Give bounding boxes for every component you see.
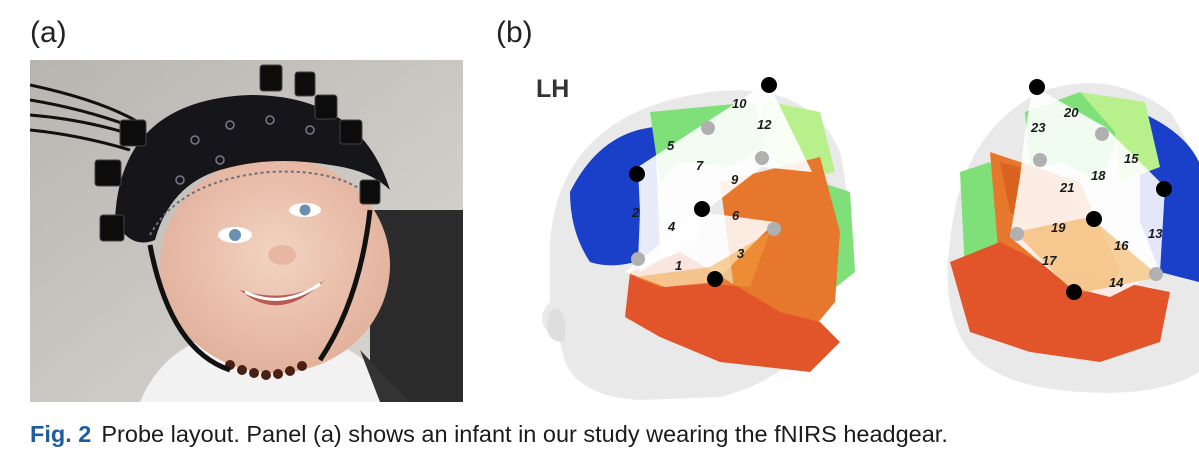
channel-10: 10 [732, 96, 747, 111]
caption-text: Probe layout. Panel (a) shows an infant … [101, 421, 948, 447]
channel-2: 2 [631, 205, 640, 220]
channel-23: 23 [1030, 120, 1046, 135]
hemisphere-label: LH [536, 75, 569, 103]
brain-maps: LH 1 2 3 4 5 6 7 9 10 12 [520, 72, 1199, 402]
right-head: 13 14 15 16 17 18 19 20 21 23 [947, 79, 1199, 393]
panel-a-label: (a) [30, 16, 67, 49]
figure-caption: Fig. 2 Probe layout. Panel (a) shows an i… [30, 421, 1195, 448]
channel-14: 14 [1109, 275, 1124, 290]
channel-17: 17 [1042, 253, 1057, 268]
channel-13: 13 [1148, 226, 1163, 241]
channel-9: 9 [731, 172, 739, 187]
channel-18: 18 [1091, 168, 1106, 183]
channel-19: 19 [1051, 220, 1066, 235]
figure-number: Fig. 2 [30, 421, 92, 447]
channel-16: 16 [1114, 238, 1129, 253]
channel-20: 20 [1063, 105, 1079, 120]
channel-15: 15 [1124, 151, 1139, 166]
channel-3: 3 [737, 246, 745, 261]
channel-1: 1 [675, 258, 682, 273]
channel-21: 21 [1059, 180, 1074, 195]
left-head: LH 1 2 3 4 5 6 7 9 10 12 [536, 75, 855, 401]
channel-6: 6 [732, 208, 740, 223]
channel-5: 5 [667, 138, 675, 153]
channel-7: 7 [696, 158, 704, 173]
channel-4: 4 [667, 219, 676, 234]
infant-photo [30, 60, 463, 402]
panel-b-label: (b) [496, 16, 533, 49]
channel-12: 12 [757, 117, 772, 132]
